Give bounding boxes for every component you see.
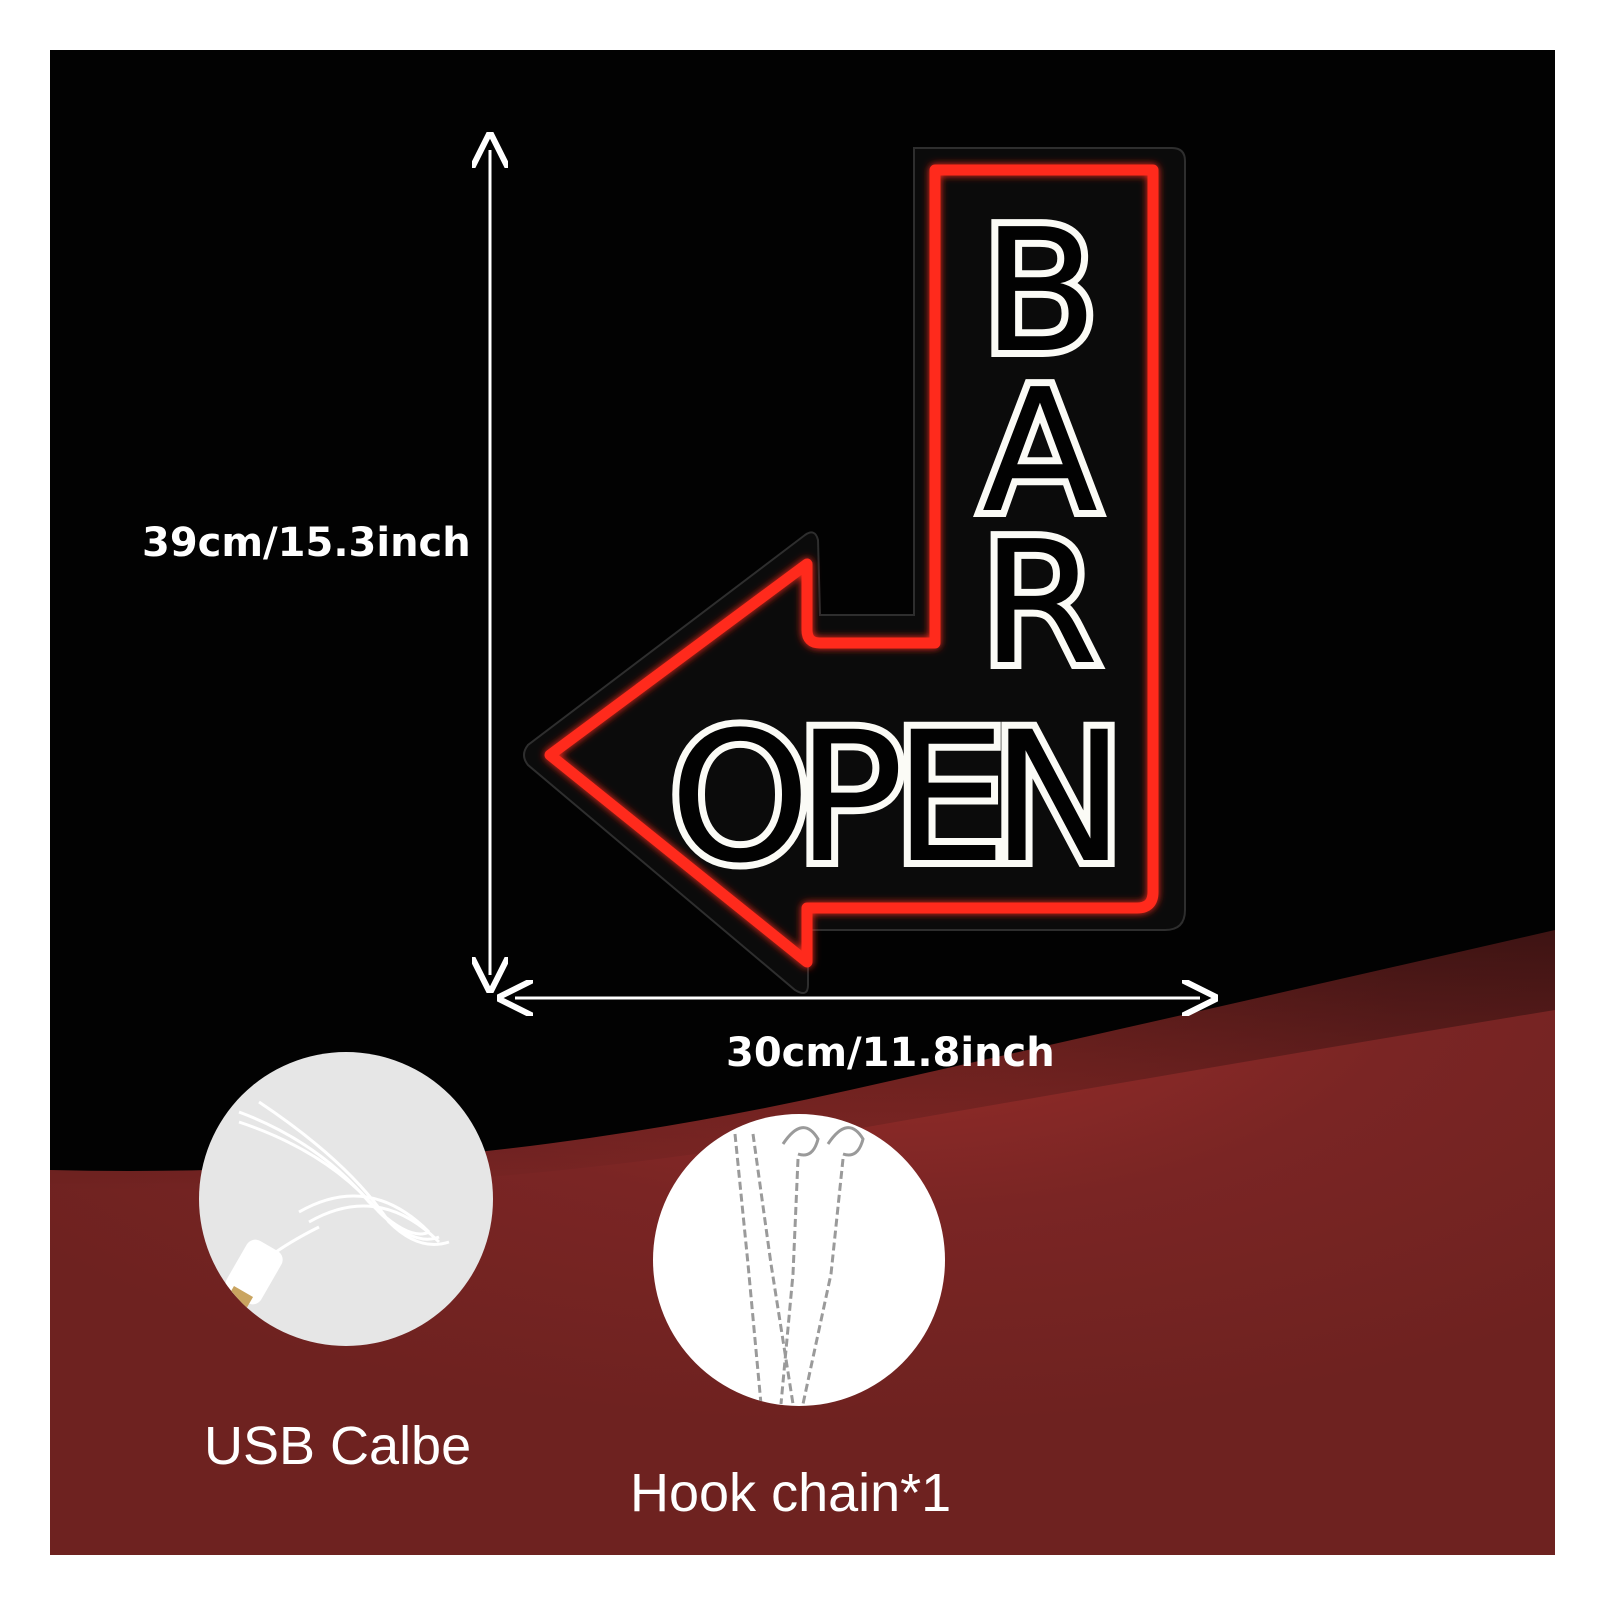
hook-chain-icon	[733, 1126, 865, 1405]
height-label: 39cm/15.3inch	[142, 520, 471, 566]
neon-letter-p: P	[796, 694, 905, 903]
hook-chain-photo	[653, 1114, 945, 1406]
usb-cable-photo	[199, 1052, 493, 1346]
neon-letter-n: N	[991, 694, 1126, 903]
neon-letter-b: B	[982, 193, 1099, 391]
neon-letter-r: R	[981, 505, 1099, 703]
neon-letter-o: O	[669, 694, 811, 903]
usb-cable-icon	[222, 1100, 450, 1317]
usb-cable-label: USB Calbe	[204, 1416, 472, 1476]
neon-letter-e: E	[893, 694, 1007, 903]
product-panel: B A R O P E N 39cm/15.3inch 30cm/11.8inc…	[50, 50, 1555, 1555]
neon-arrow-outline	[544, 164, 1159, 968]
neon-letter-a: A	[982, 353, 1098, 551]
hook-chain-label: Hook chain*1	[630, 1463, 952, 1523]
width-label: 30cm/11.8inch	[726, 1030, 1055, 1076]
neon-sign: B A R O P E N	[50, 50, 1555, 1555]
